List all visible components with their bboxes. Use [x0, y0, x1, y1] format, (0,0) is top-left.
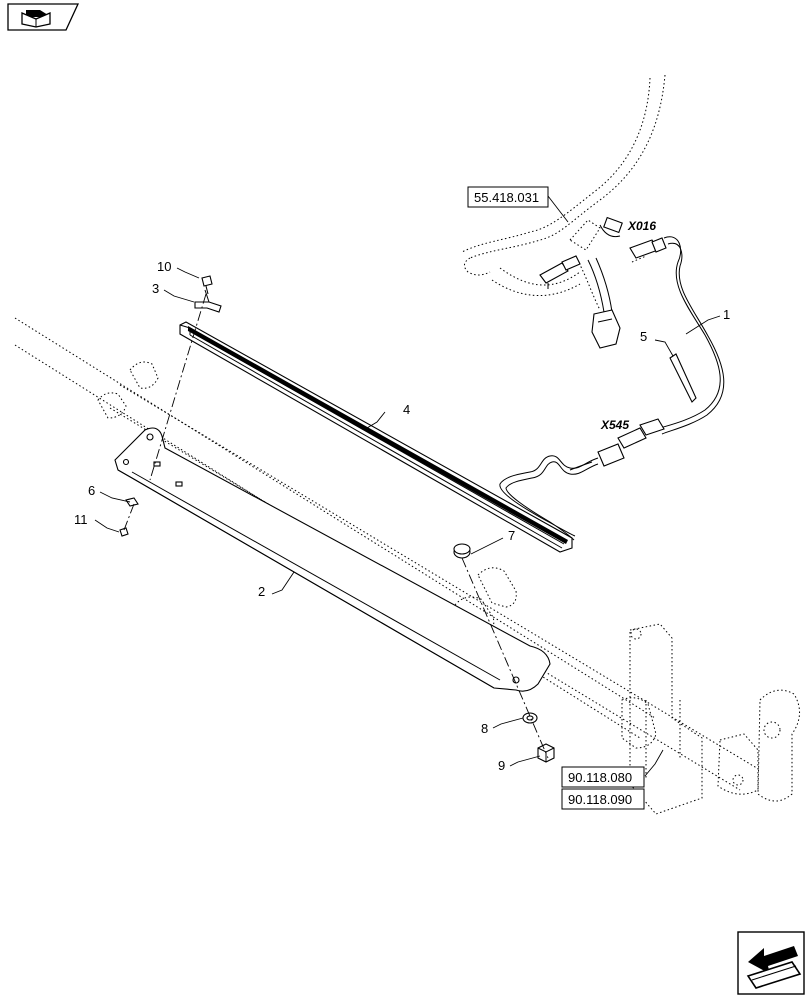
part-1-wiring-harness[interactable]: [499, 236, 725, 541]
harness-connectors: [539, 216, 623, 349]
part-8-washer[interactable]: [522, 712, 538, 724]
callout-8[interactable]: 8: [481, 721, 488, 736]
callout-11[interactable]: 11: [74, 512, 88, 527]
ref-frame-a-label: 90.118.080: [568, 770, 632, 785]
part-5-cable-tie[interactable]: [669, 353, 697, 403]
connector-label-x016: X016: [627, 219, 656, 233]
leader-lines: [94, 195, 721, 777]
part-4-cable-channel[interactable]: [179, 321, 573, 553]
connector-label-x545: X545: [600, 418, 629, 432]
ref-box-frame-b[interactable]: 90.118.090: [561, 788, 645, 810]
part-3-clip-bracket[interactable]: [194, 289, 222, 313]
callout-5[interactable]: 5: [640, 329, 647, 344]
ref-box-frame-a[interactable]: 90.118.080: [561, 766, 645, 788]
assembly-centerlines: [123, 293, 549, 759]
part-7-bolt[interactable]: [453, 543, 471, 559]
part-11-screw[interactable]: [119, 527, 129, 537]
frame-tube: [14, 317, 800, 815]
callouts: 1 2 3 4 5 6 7 8 9 10 11: [74, 259, 730, 773]
next-page-button[interactable]: [737, 931, 805, 995]
callout-7[interactable]: 7: [508, 528, 515, 543]
prev-page-button[interactable]: [7, 3, 80, 31]
callout-9[interactable]: 9: [498, 758, 505, 773]
book-arrow-icon: [21, 10, 51, 28]
part-10-screw[interactable]: [201, 275, 213, 295]
callout-3[interactable]: 3: [152, 281, 159, 296]
ref-harness-label: 55.418.031: [474, 190, 539, 205]
callout-2[interactable]: 2: [258, 584, 265, 599]
part-6-clip[interactable]: [125, 497, 139, 507]
callout-6[interactable]: 6: [88, 483, 95, 498]
ref-frame-b-label: 90.118.090: [568, 792, 632, 807]
callout-4[interactable]: 4: [403, 402, 410, 417]
next-page-arrow-icon: [746, 946, 802, 989]
callout-10[interactable]: 10: [157, 259, 171, 274]
part-2-mounting-plate[interactable]: [114, 427, 551, 692]
ref-box-harness[interactable]: 55.418.031: [467, 186, 549, 208]
callout-1[interactable]: 1: [723, 307, 730, 322]
connector-labels: X016 X545: [600, 219, 656, 432]
